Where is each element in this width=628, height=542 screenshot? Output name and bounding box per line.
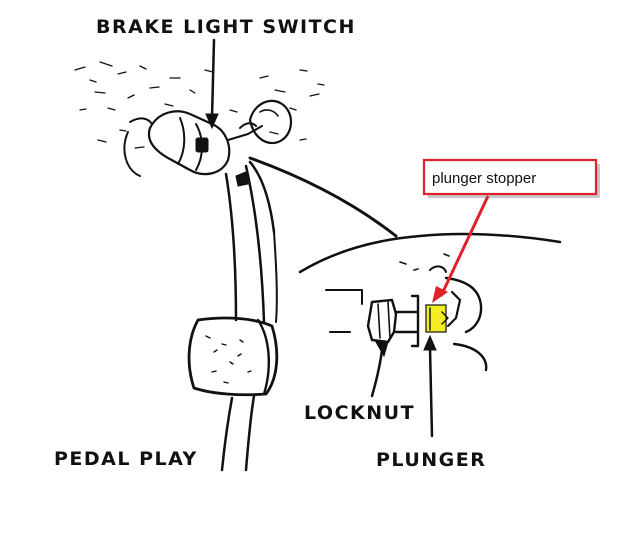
brake-pedal-arm [220,160,278,472]
plunger-stopper-highlight [425,304,449,333]
brake-pedal-pad [187,316,279,397]
brake-light-switch-body [123,99,293,187]
brake-light-switch-label: BRAKE LIGHT SWITCH [96,16,356,38]
inset-connector-lines [248,156,562,274]
plunger-label: PLUNGER [376,449,486,471]
locknut-leader-arrow [370,341,389,398]
pedal-play-label: PEDAL PLAY [54,448,198,470]
plunger-stopper-callout: plunger stopper [422,158,600,303]
inset-switch-assembly [325,253,488,372]
mount-bracket-texture [74,61,325,149]
locknut-label: LOCKNUT [304,402,415,424]
switch-leader-arrow [205,38,219,130]
callout-text: plunger stopper [432,170,536,187]
plunger-leader-arrow [423,334,437,438]
